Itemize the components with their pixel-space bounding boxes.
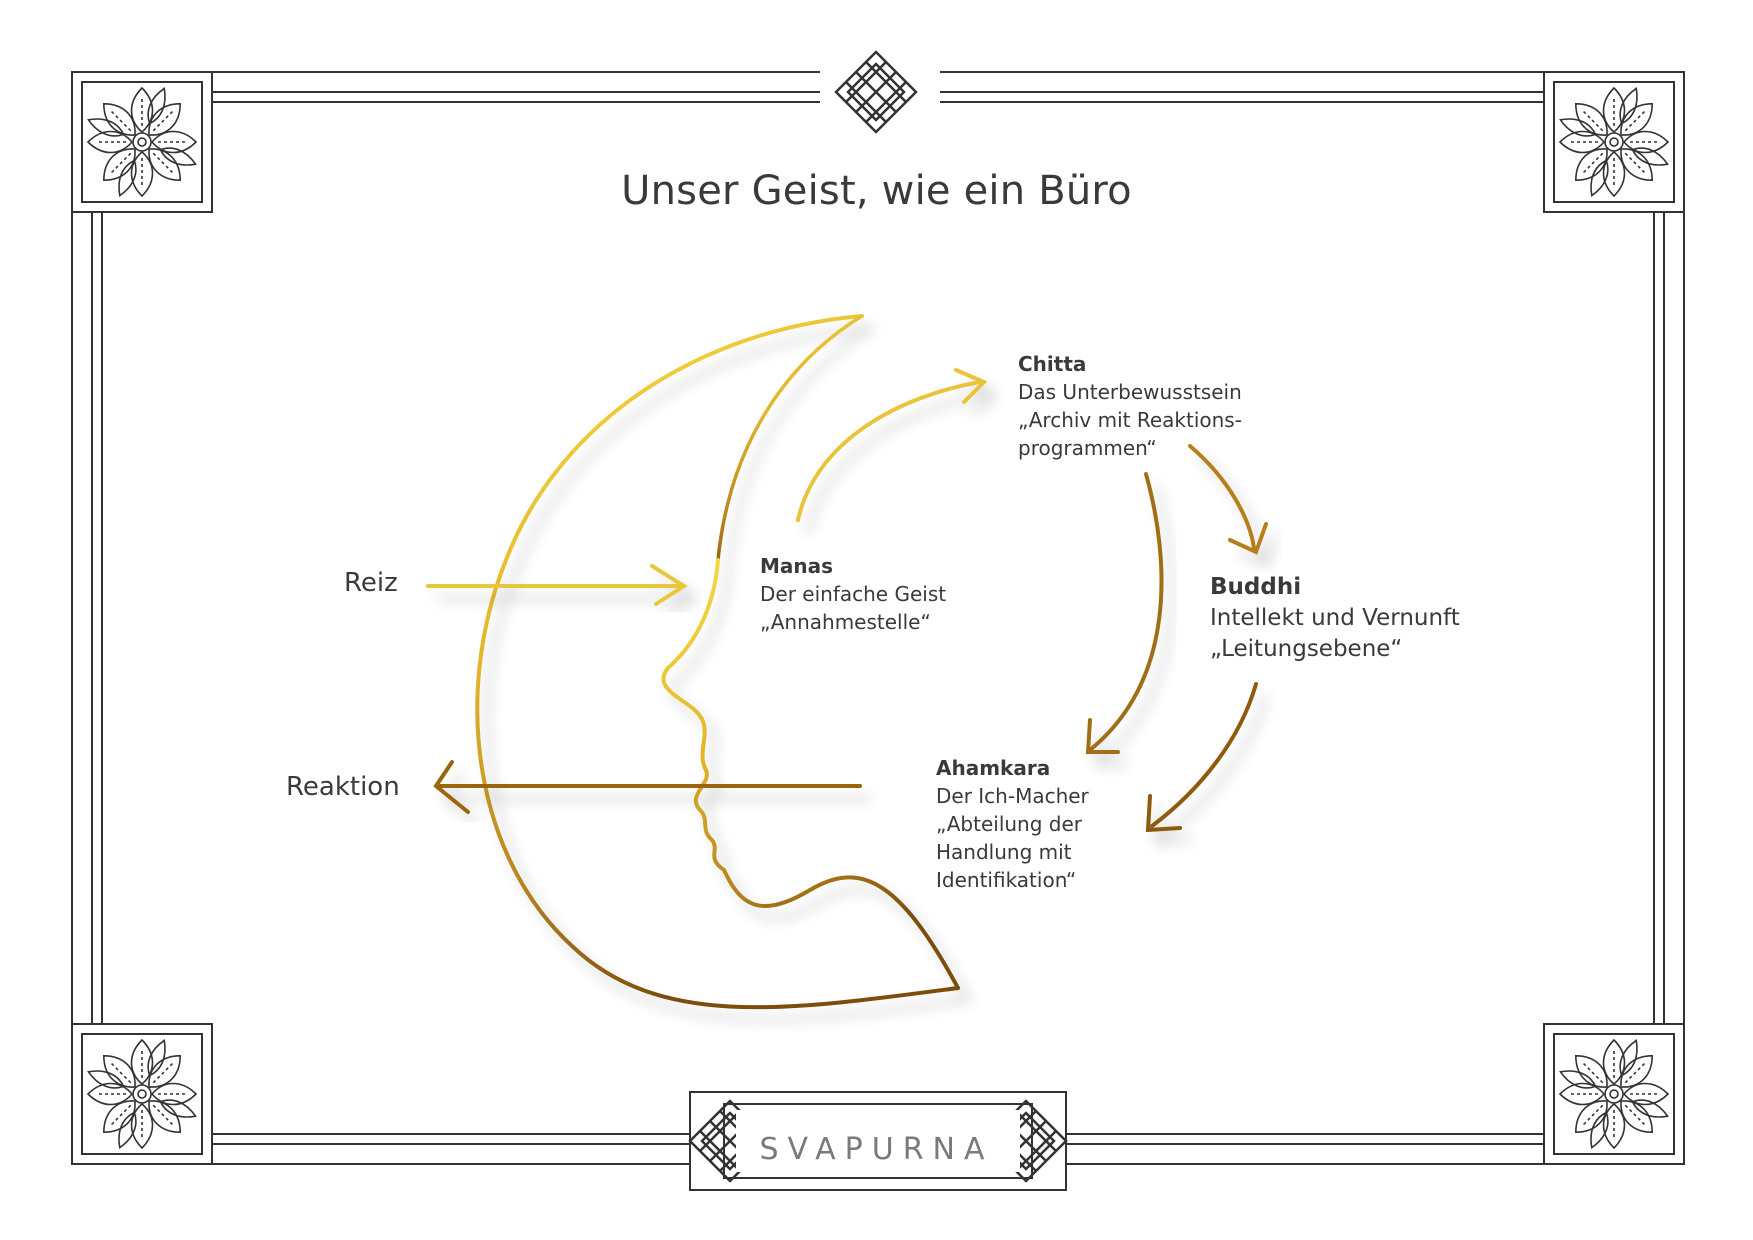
- node-line: Handlung mit: [936, 840, 1072, 864]
- chitta-to-buddhi-arrow: [1188, 444, 1256, 550]
- page-title: Unser Geist, wie ein Büro: [621, 168, 1132, 214]
- node-chitta: Chitta Das Unterbewusstsein „Archiv mit …: [1018, 350, 1242, 462]
- node-line: Das Unterbewusstsein: [1018, 380, 1242, 404]
- output-label: Reaktion: [286, 772, 400, 802]
- node-name: Buddhi: [1210, 574, 1302, 600]
- chitta-to-ahamkara-arrow: [1088, 472, 1164, 752]
- node-line: Identifikation“: [936, 868, 1077, 892]
- buddhi-to-ahamkara-arrow: [1150, 682, 1258, 828]
- node-ahamkara: Ahamkara Der Ich-Macher „Abteilung der H…: [936, 754, 1089, 894]
- node-buddhi: Buddhi Intellekt und Vernunft „Leitungse…: [1210, 572, 1460, 665]
- node-line: Intellekt und Vernunft: [1210, 605, 1460, 631]
- node-line: Der einfache Geist: [760, 582, 947, 606]
- node-line: „Leitungsebene“: [1210, 636, 1403, 662]
- node-line: „Archiv mit Reaktions-: [1018, 408, 1242, 432]
- node-name: Chitta: [1018, 352, 1087, 376]
- crescent-outer-arc: [475, 314, 960, 1010]
- face-profile: [661, 558, 960, 990]
- node-manas: Manas Der einfache Geist „Annahmestelle“: [760, 552, 946, 636]
- manas-to-chitta-arrow: [796, 380, 982, 522]
- node-name: Manas: [760, 554, 834, 578]
- node-line: „Abteilung der: [936, 812, 1082, 836]
- crescent-inner-top: [716, 314, 864, 562]
- node-line: „Annahmestelle“: [760, 610, 931, 634]
- node-line: Der Ich-Macher: [936, 784, 1089, 808]
- node-name: Ahamkara: [936, 756, 1051, 780]
- node-line: programmen“: [1018, 436, 1157, 460]
- brand-logo: SVAPURNA: [759, 1132, 994, 1167]
- input-label: Reiz: [344, 568, 398, 598]
